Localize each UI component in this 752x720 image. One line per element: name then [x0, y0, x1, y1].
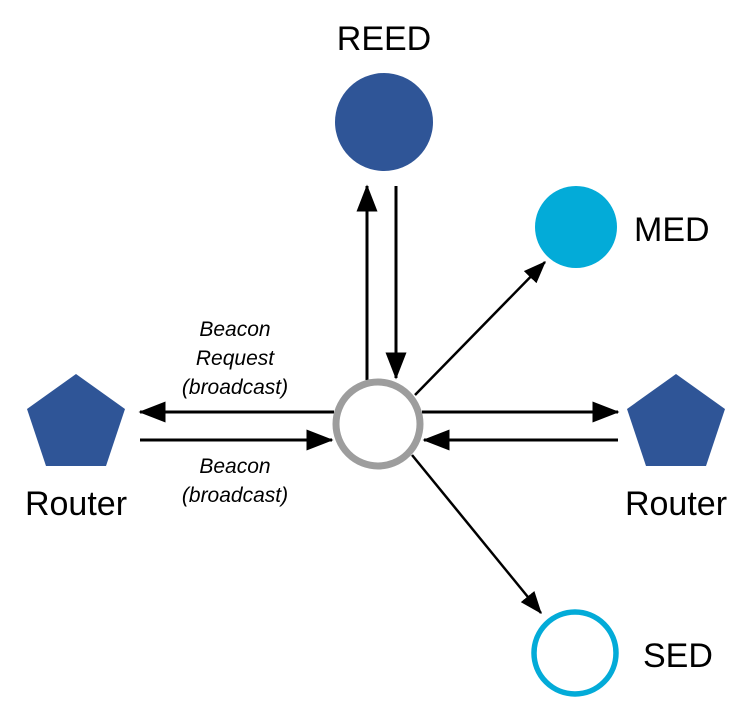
router-right-pentagon-icon [627, 374, 725, 466]
beacon-line-2: (broadcast) [182, 484, 288, 507]
med-label: MED [634, 211, 710, 249]
edge-label-beacon: Beacon (broadcast) [182, 455, 288, 507]
link-group [138, 184, 620, 614]
sed-label: SED [643, 637, 713, 675]
node-center[interactable] [332, 378, 424, 470]
edge-label-beacon-request: Beacon Request (broadcast) [182, 318, 288, 399]
node-reed[interactable]: REED [335, 20, 433, 171]
beacon-request-line-2: Request [196, 347, 275, 370]
beacon-request-line-1: Beacon [199, 318, 270, 341]
router-right-label: Router [625, 485, 727, 523]
router-left-pentagon-icon [27, 374, 125, 466]
node-router-left[interactable]: Router [25, 374, 127, 523]
beacon-request-line-3: (broadcast) [182, 376, 288, 399]
node-router-right[interactable]: Router [625, 374, 727, 523]
sed-circle-icon [531, 609, 619, 697]
med-circle-icon [535, 186, 617, 268]
router-left-label: Router [25, 485, 127, 523]
reed-label: REED [337, 20, 431, 58]
node-med[interactable]: MED [535, 186, 710, 268]
reed-circle-icon [335, 73, 433, 171]
node-sed[interactable]: SED [531, 609, 713, 697]
arrow-center-to-sed [411, 454, 542, 614]
arrow-center-to-med [414, 261, 546, 396]
beacon-line-1: Beacon [199, 455, 270, 478]
center-circle-icon [332, 378, 424, 470]
